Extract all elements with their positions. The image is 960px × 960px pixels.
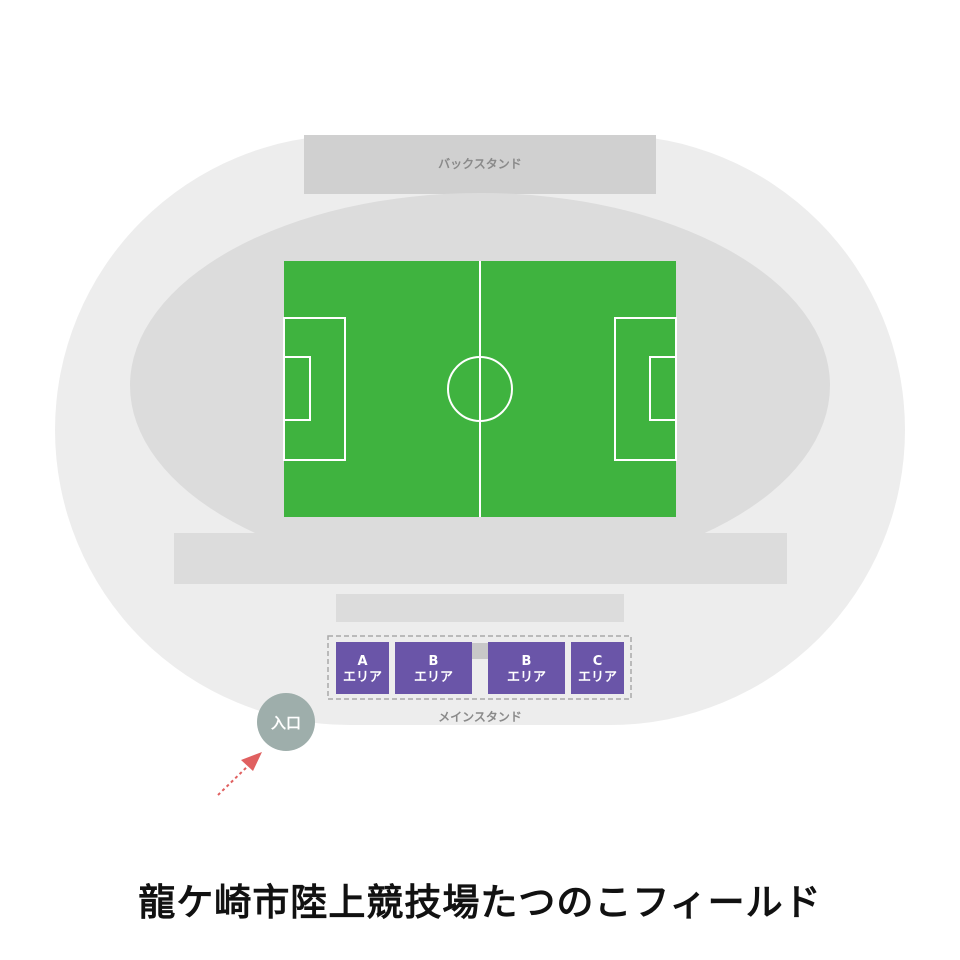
venue-title: 龍ケ崎市陸上競技場たつのこフィールド (138, 881, 822, 924)
entrance-label: 入口 (271, 714, 301, 732)
main-stand-band (174, 533, 787, 584)
area-a-label: エリア (343, 670, 382, 685)
area-c-letter: C (593, 654, 603, 669)
area-b-left-label: エリア (414, 670, 453, 685)
area-b-left[interactable]: B エリア (395, 642, 472, 694)
area-c[interactable]: C エリア (571, 642, 624, 694)
area-b-left-letter: B (429, 654, 439, 669)
area-b-right-label: エリア (507, 670, 546, 685)
entrance-arrow-icon (217, 752, 262, 796)
seating-areas-outline (327, 635, 632, 700)
aisle-block (472, 643, 488, 659)
area-b-right[interactable]: B エリア (488, 642, 565, 694)
back-stand-label: バックスタンド (438, 157, 522, 171)
main-stand-strip (336, 594, 624, 622)
back-stand (304, 135, 656, 194)
pitch (283, 261, 677, 517)
area-a[interactable]: A エリア (336, 642, 389, 694)
area-c-label: エリア (578, 670, 617, 685)
main-stand-label: メインスタンド (438, 710, 522, 724)
area-b-right-letter: B (522, 654, 532, 669)
entrance[interactable]: 入口 (257, 693, 315, 751)
area-a-letter: A (357, 654, 367, 669)
